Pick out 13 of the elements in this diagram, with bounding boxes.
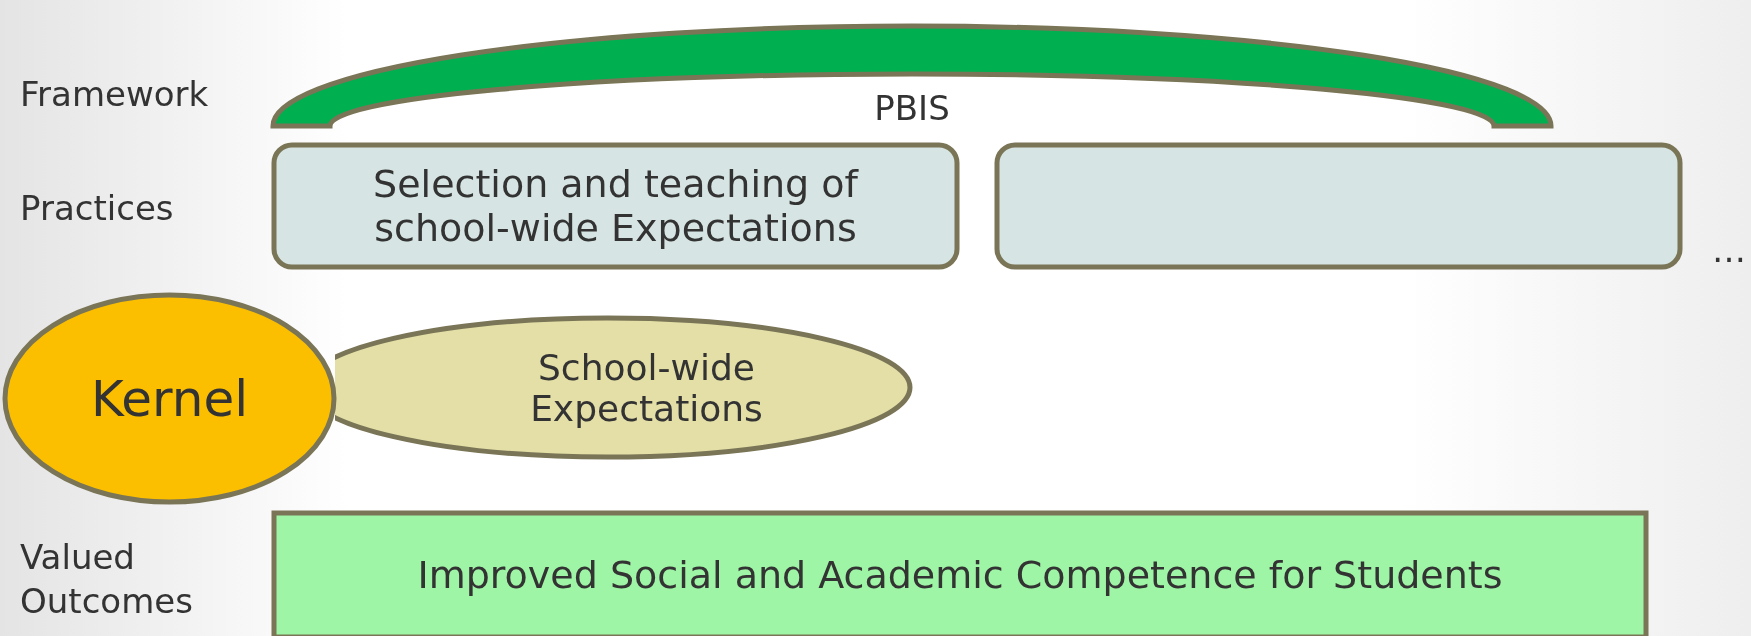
node-text: Kernel bbox=[90, 369, 249, 428]
ellipsis: … bbox=[1712, 229, 1747, 272]
node-text: School-wide Expectations bbox=[529, 346, 764, 429]
framework-label: PBIS bbox=[874, 88, 950, 128]
node-text: Improved Social and Academic Competence for Students bbox=[417, 553, 1503, 597]
practice-box bbox=[271, 142, 960, 270]
row-label: Framework bbox=[20, 73, 210, 116]
outcome-box bbox=[271, 510, 1649, 636]
practice-box bbox=[994, 142, 1683, 270]
node-text: Selection and teaching of school-wide Expectations bbox=[372, 162, 860, 250]
row-label: Practices bbox=[20, 187, 175, 230]
kernel-circle bbox=[2, 292, 337, 505]
row-label: Valued Outcomes bbox=[20, 536, 194, 623]
